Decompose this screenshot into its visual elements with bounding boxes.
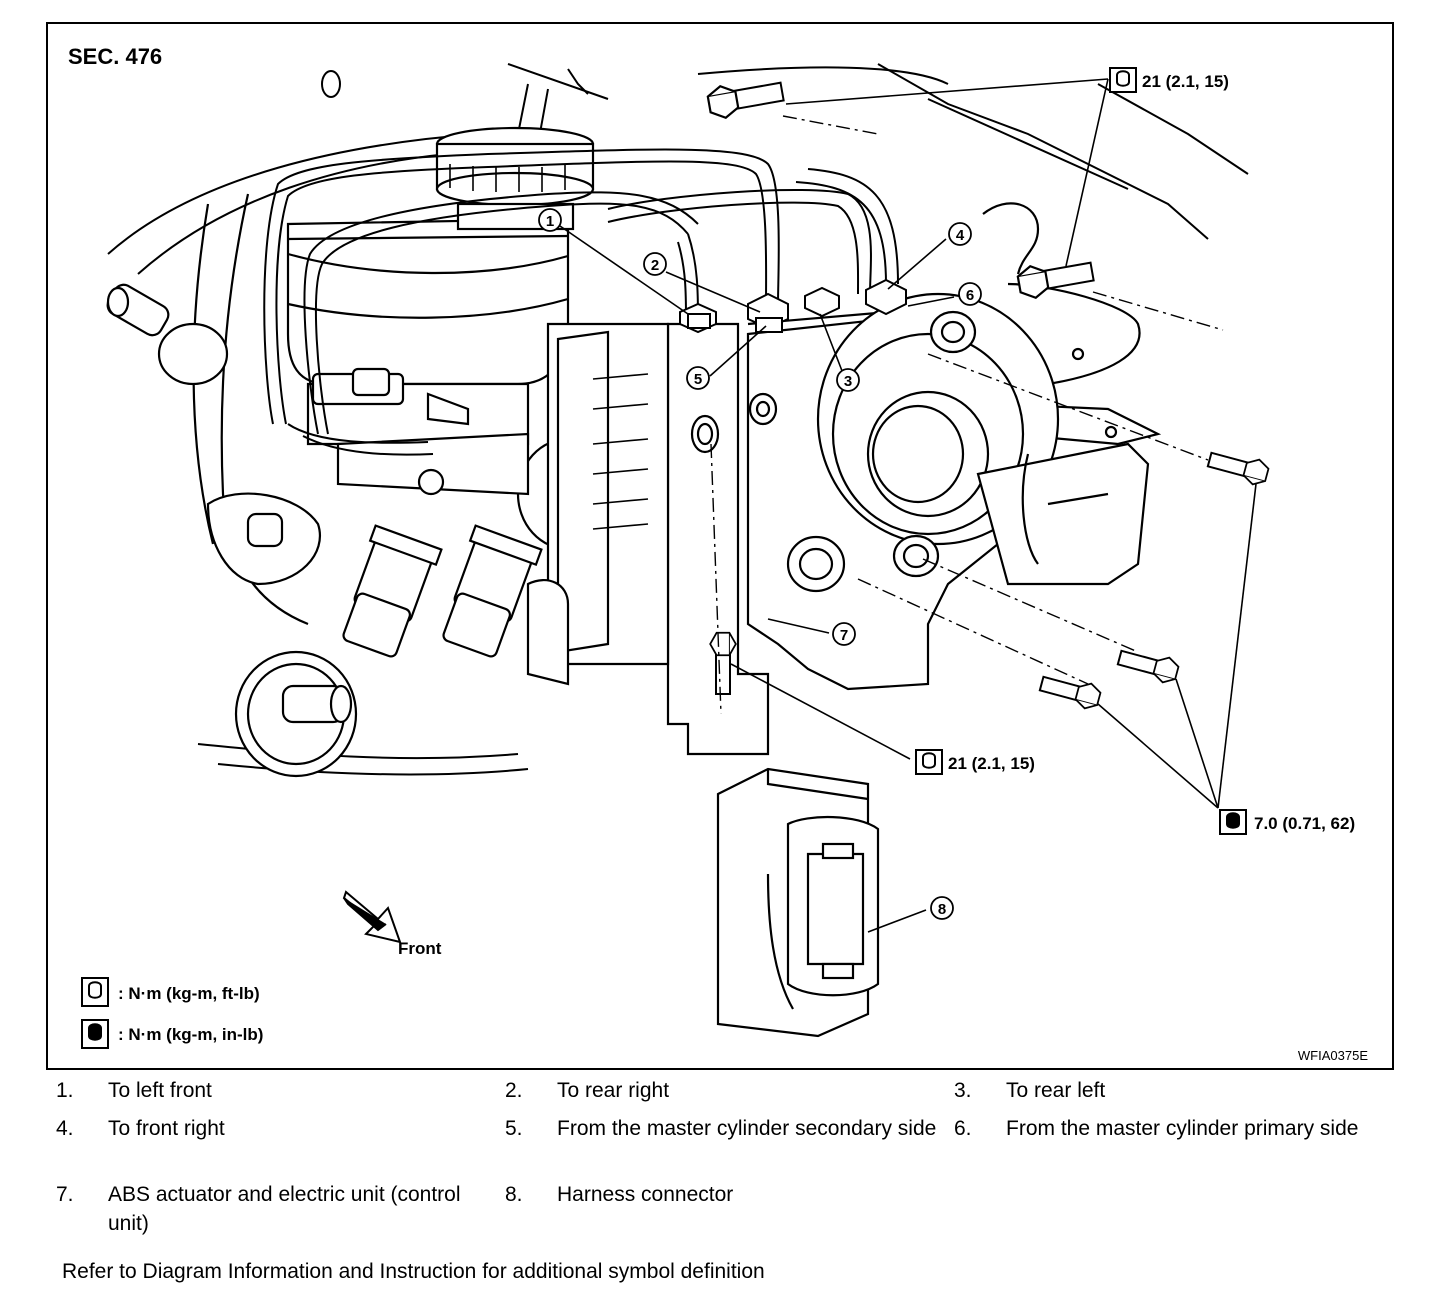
legend-number: 1.: [56, 1079, 74, 1102]
brake-booster: [106, 193, 358, 778]
svg-text:1: 1: [546, 213, 554, 230]
svg-text:4: 4: [956, 227, 965, 244]
callout-5: 5: [686, 366, 710, 390]
torque-spec-lower: 21 (2.1, 15): [915, 749, 1035, 775]
torque-spec-bracket: 7.0 (0.71, 62): [1219, 809, 1355, 835]
callout-6: 6: [958, 282, 982, 306]
legend-text: From the master cylinder primary side: [1006, 1117, 1359, 1140]
symbol-key: : N·m (kg-m, ft-lb) : N·m (kg-m, in-lb): [81, 977, 263, 1049]
legend-number: 4.: [56, 1117, 74, 1140]
body-panel-lines: [107, 63, 1249, 776]
brake-lines: [263, 148, 899, 456]
pressure-sensors: [342, 524, 543, 658]
torque-spec-upper: 21 (2.1, 15): [1109, 67, 1229, 93]
symbol-key-inlb: : N·m (kg-m, in-lb): [118, 1025, 263, 1044]
diagram-drawing: 1 2 3 4 5 6 7 8: [68, 44, 1368, 1063]
svg-text:2: 2: [651, 257, 659, 274]
brake-line-fittings: [679, 278, 907, 334]
front-direction-arrow: [342, 890, 402, 944]
front-label: Front: [398, 939, 442, 958]
svg-text:3: 3: [844, 373, 852, 390]
legend-number: 6.: [954, 1117, 972, 1140]
callout-1: 1: [538, 208, 562, 232]
alignment-lines: [710, 115, 1224, 715]
torque-ftlb-icon: [81, 977, 109, 1007]
svg-text:8: 8: [938, 901, 946, 918]
symbol-key-ftlb: : N·m (kg-m, ft-lb): [118, 984, 260, 1003]
callout-3: 3: [836, 368, 860, 392]
figure-code: WFIA0375E: [1298, 1048, 1368, 1063]
legend-text: From the master cylinder secondary side: [557, 1117, 937, 1140]
harness-connector: [716, 767, 880, 1038]
mounting-bolts: [705, 81, 1272, 713]
legend-number: 3.: [954, 1079, 972, 1102]
legend-number: 7.: [56, 1183, 74, 1206]
abs-actuator-unit: [746, 292, 1150, 691]
legend-number: 8.: [505, 1183, 523, 1206]
legend-text: To rear right: [557, 1079, 670, 1102]
legend-text: To left front: [108, 1079, 212, 1102]
legend-text: To rear left: [1006, 1079, 1106, 1102]
callout-8: 8: [930, 896, 954, 920]
leader-lines: [559, 78, 1257, 933]
legend-text: ABS actuator and electric unit (control …: [108, 1183, 461, 1235]
master-cylinder-reservoir: [286, 126, 620, 551]
parts-legend: 1. To left front 2. To rear right 3. To …: [56, 1076, 1396, 1246]
svg-text:5: 5: [694, 371, 702, 388]
callout-7: 7: [832, 622, 856, 646]
svg-text:7.0 (0.71, 62): 7.0 (0.71, 62): [1254, 814, 1355, 833]
legend-text: To front right: [108, 1117, 225, 1140]
actuator-bracket: [526, 202, 1162, 756]
diagram-figure: 1 2 3 4 5 6 7 8: [46, 22, 1394, 1070]
legend-text: Harness connector: [557, 1183, 734, 1206]
svg-text:6: 6: [966, 287, 974, 304]
callout-marks: 1 2 3 4 5 6 7 8: [538, 208, 982, 920]
svg-text:7: 7: [840, 627, 848, 644]
svg-text:21 (2.1, 15): 21 (2.1, 15): [1142, 72, 1229, 91]
legend-number: 5.: [505, 1117, 523, 1140]
callout-4: 4: [948, 222, 972, 246]
torque-ftlb-icon: [1109, 67, 1137, 93]
callout-2: 2: [643, 252, 667, 276]
section-number: SEC. 476: [68, 44, 162, 69]
symbol-reference-note: Refer to Diagram Information and Instruc…: [62, 1260, 765, 1283]
svg-text:21 (2.1, 15): 21 (2.1, 15): [948, 754, 1035, 773]
legend-number: 2.: [505, 1079, 523, 1102]
